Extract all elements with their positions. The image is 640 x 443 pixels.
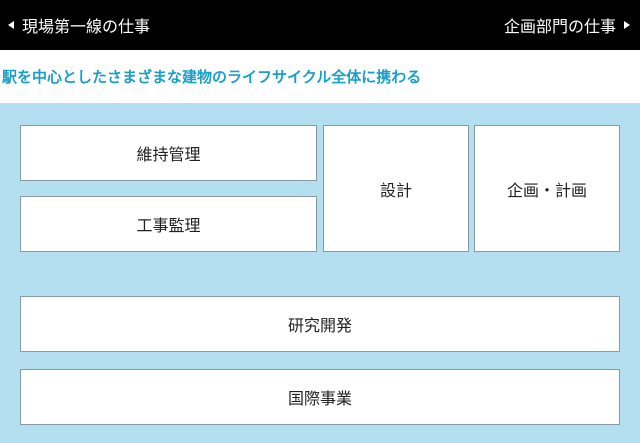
previous-page-label: 現場第一線の仕事 (22, 17, 151, 36)
triangle-left-icon (8, 21, 14, 29)
area-planning: 企画・計画 (474, 125, 620, 252)
triangle-right-icon (624, 21, 630, 29)
area-design: 設計 (323, 125, 469, 252)
next-page-label: 企画部門の仕事 (503, 17, 616, 36)
top-navigation-bar: 現場第一線の仕事 企画部門の仕事 (0, 0, 640, 50)
area-international-business: 国際事業 (20, 369, 620, 425)
work-areas-panel: 維持管理 工事監理 設計 企画・計画 研究開発 国際事業 (0, 103, 640, 443)
next-page-link[interactable]: 企画部門の仕事 (504, 0, 630, 50)
area-construction-supervision: 工事監理 (20, 196, 317, 252)
area-maintenance: 維持管理 (20, 125, 317, 181)
previous-page-link[interactable]: 現場第一線の仕事 (8, 0, 150, 50)
area-research-development: 研究開発 (20, 296, 620, 352)
section-subtitle: 駅を中心としたさまざまな建物のライフサイクル全体に携わる (0, 50, 640, 103)
